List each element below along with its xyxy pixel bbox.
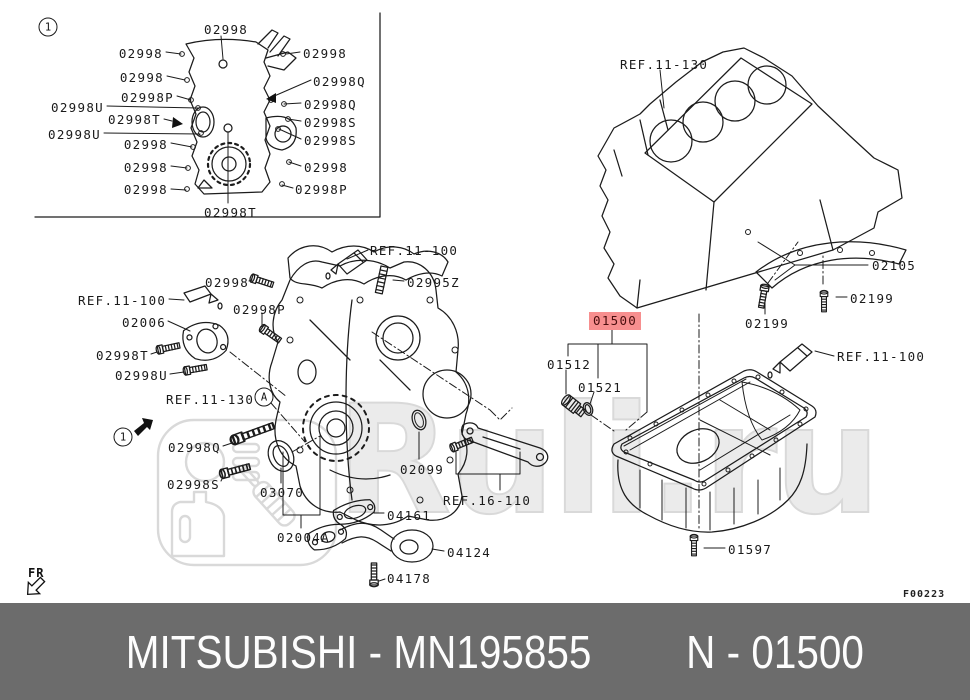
part-label-02998: 02998 <box>205 275 250 290</box>
part-label-02998s: 02998S <box>304 115 357 130</box>
part-label-02998q: 02998Q <box>313 74 366 89</box>
part-label-02998: 02998 <box>119 70 164 85</box>
part-label-02998: 02998 <box>118 46 163 61</box>
part-label-03070: 03070 <box>260 485 305 500</box>
part-label-02998u: 02998U <box>48 127 101 142</box>
part-label-02998s: 02998S <box>167 477 220 492</box>
watermark-text: Ruli.ru <box>335 374 882 548</box>
part-label-04178: 04178 <box>387 571 432 586</box>
part-label-02998: 02998 <box>204 22 249 37</box>
main-leader-lines <box>150 249 521 582</box>
timing-case-drawing <box>267 245 472 526</box>
part-label-ref11130: REF.11-130 <box>166 392 255 407</box>
engine-block-drawing <box>597 47 907 313</box>
part-label-01500: 01500 <box>589 312 642 330</box>
caption-banner: MITSUBISHI - MN195855 N - 01500 <box>0 603 970 700</box>
part-label-ref11100: REF.11-100 <box>837 349 926 364</box>
part-label-01512: 01512 <box>547 357 592 372</box>
part-label-02998p: 02998P <box>295 182 348 197</box>
part-label-04161: 04161 <box>387 508 432 523</box>
right-leader-lines <box>565 69 869 549</box>
part-label-02998q: 02998Q <box>304 97 357 112</box>
part-label-02998u: 02998U <box>51 100 104 115</box>
watermark-logo <box>156 418 338 567</box>
part-label-02998: 02998 <box>123 182 168 197</box>
part-label-02998: 02998 <box>123 160 168 175</box>
small-arrow-icon <box>172 117 183 128</box>
part-label-02998: 02998 <box>303 46 348 61</box>
direction-arrow-icon <box>134 418 153 436</box>
part-label-02998s: 02998S <box>304 133 357 148</box>
oil-pan-drawing <box>560 343 817 557</box>
small-parts-left <box>154 249 549 588</box>
figure-code: F00223 <box>903 589 946 600</box>
part-label-02004a: 02004A <box>277 530 330 545</box>
inset-leader-lines <box>103 35 312 204</box>
diagram-line-art <box>26 12 907 596</box>
part-label-02006: 02006 <box>122 315 167 330</box>
part-label-02099: 02099 <box>400 462 445 477</box>
part-label-01521: 01521 <box>578 380 623 395</box>
part-label-02199: 02199 <box>745 316 790 331</box>
construction-lines <box>229 241 824 531</box>
part-label-02998q: 02998Q <box>168 440 221 455</box>
part-label-ref11130: REF.11-130 <box>620 57 709 72</box>
part-label-ref11100: REF.11-100 <box>78 293 167 308</box>
callout-marker-1: 1 <box>38 17 58 37</box>
part-label-02998t: 02998T <box>204 205 257 220</box>
inset-frame <box>34 12 381 218</box>
fr-direction-label: FR <box>28 566 45 580</box>
part-label-02998: 02998 <box>123 137 168 152</box>
part-label-02998: 02998 <box>304 160 349 175</box>
o-ring-02099 <box>411 409 427 431</box>
front-direction-arrow-icon <box>26 576 46 596</box>
banner-group-code: N - 01500 <box>685 625 864 678</box>
part-label-02998u: 02998U <box>115 368 168 383</box>
part-label-02998t: 02998T <box>96 348 149 363</box>
part-label-02998p: 02998P <box>121 90 174 105</box>
part-label-02998t: 02998T <box>108 112 161 127</box>
banner-part-number: MITSUBISHI - MN195855 <box>126 625 592 678</box>
small-arrow-icon <box>266 93 276 103</box>
part-label-04124: 04124 <box>447 545 492 560</box>
callout-marker-a: A <box>254 387 274 407</box>
callout-marker-1: 1 <box>113 427 133 447</box>
part-label-01597: 01597 <box>728 542 773 557</box>
part-label-02105: 02105 <box>872 258 917 273</box>
part-labels-layer: 02998 02998 02998 02998P 02998U 02998T 02998U 0… <box>38 17 926 586</box>
o-ring-02099-inner <box>414 412 424 428</box>
part-label-ref16110: REF.16-110 <box>443 493 532 508</box>
part-label-02199: 02199 <box>850 291 895 306</box>
part-label-02995z: 02995Z <box>407 275 460 290</box>
part-label-02998p: 02998P <box>233 302 286 317</box>
part-label-ref11100: REF.11-100 <box>370 243 459 258</box>
